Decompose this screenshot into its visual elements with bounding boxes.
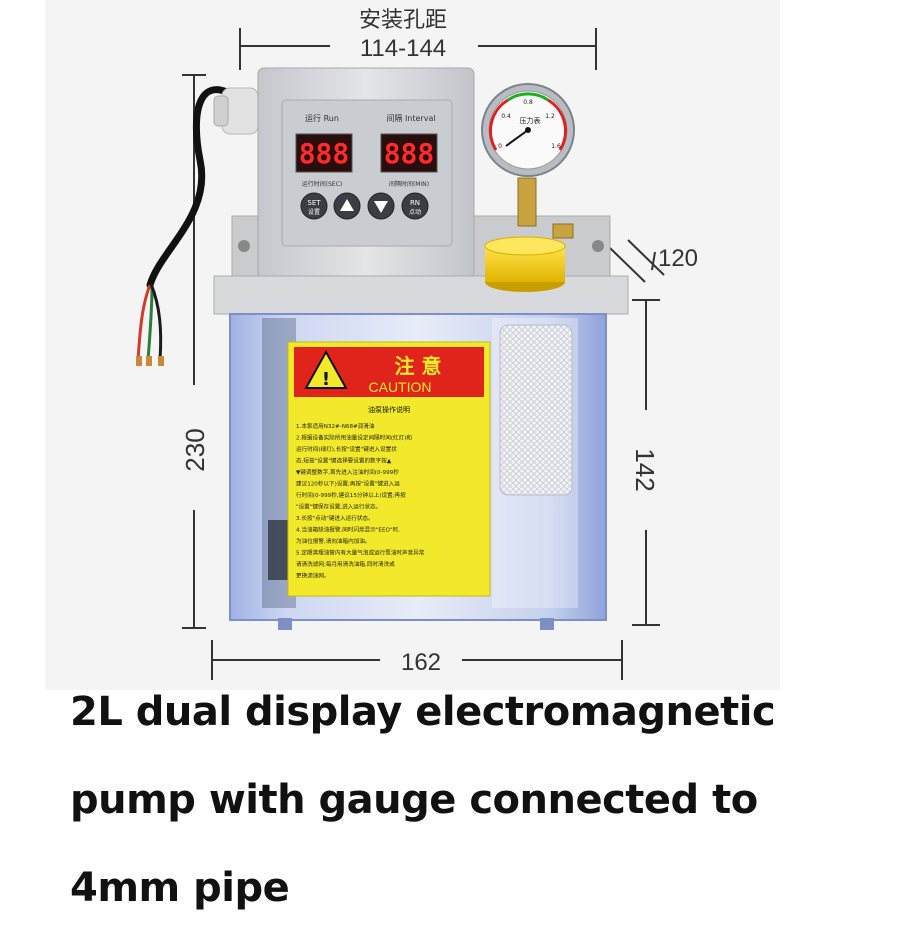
manual-button[interactable]: RN 点动	[401, 192, 429, 220]
caution-line: 请清洗滤网;每月用清洗油箱,同时清洗或	[296, 560, 395, 568]
caption-line-3: 4mm pipe	[70, 865, 290, 911]
caution-label: ! 注 意 CAUTION 油泵操作说明 1.本泵适用N32#-N68#润滑油 2…	[287, 341, 491, 597]
caution-line: 4.当油箱缺油报警,同时闪烁显示"EEO"时,	[296, 526, 400, 534]
oil-filter-mesh	[499, 324, 573, 496]
control-box: 运行 Run 间隔 Interval 888 888 运行时间(SEC) 间隔时…	[257, 67, 475, 279]
run-display: 888	[299, 137, 350, 170]
gauge-needle	[505, 129, 529, 147]
run-label: 运行 Run	[305, 113, 339, 123]
width-base-value: 162	[401, 649, 441, 676]
caution-line: 2.根据设备实际所用油量设定间隔时间(红灯)和	[296, 434, 412, 442]
set-button-sub: 设置	[308, 208, 320, 216]
caution-subtitle: 油泵操作说明	[368, 405, 410, 414]
dimension-height-total: 230	[180, 74, 210, 629]
caution-line: 态,短按"设置"键选择要设置的数字按▲	[296, 457, 392, 465]
caution-line: "设置"键保存设置,进入运行状态。	[296, 503, 381, 511]
caution-title-cn: 注 意	[395, 354, 442, 378]
caution-line: 5.定期清理油管内有大量气泡或运行泵油时声音异常	[296, 549, 425, 557]
bracket-depth-value: 120	[658, 245, 698, 272]
tank-lid	[213, 275, 629, 315]
height-total-value: 230	[180, 428, 210, 471]
interval-display: 888	[384, 137, 435, 170]
interval-unit: 间隔时间(MIN)	[389, 180, 429, 188]
set-button[interactable]: SET 设置	[300, 192, 328, 220]
product-caption: 2L dual display electromagnetic pump wit…	[70, 668, 870, 932]
manual-button-sub: 点动	[409, 208, 421, 216]
manual-button-label: RN	[410, 199, 420, 207]
gauge-tick-2: 0.8	[523, 99, 533, 106]
dimension-height-tank: 142	[630, 299, 660, 626]
power-cable	[136, 86, 259, 366]
run-unit: 运行时间(SEC)	[302, 180, 342, 188]
caution-instructions: 1.本泵适用N32#-N68#润滑油 2.根据设备实际所用油量设定间隔时间(红灯)…	[296, 422, 425, 580]
caution-line: 1.本泵适用N32#-N68#润滑油	[296, 422, 375, 430]
mount-label-cn: 安装孔距	[359, 7, 447, 32]
height-tank-value: 142	[630, 448, 660, 491]
up-button[interactable]	[333, 192, 361, 220]
pressure-gauge: 0 0.4 0.8 1.2 1.6 压力表	[481, 83, 575, 239]
dimension-bracket-depth: 120	[609, 239, 698, 283]
caution-line: 3.长按"点动"键进入运行状态。	[296, 514, 374, 522]
warning-icon	[304, 349, 348, 389]
gauge-tick-4: 1.6	[551, 143, 561, 150]
gauge-tick-1: 0.4	[501, 113, 511, 120]
gauge-tick-0: 0	[498, 143, 502, 150]
caution-title-en: CAUTION	[369, 379, 432, 395]
caution-line: 更换滤油网。	[296, 572, 330, 580]
caution-line: ▼键调整数字,首先进入注油时间(0-999秒	[296, 468, 399, 476]
up-arrow-icon	[340, 199, 354, 211]
dimension-width-base: 162	[211, 640, 623, 680]
oil-filler-cap	[484, 236, 566, 292]
down-arrow-icon	[374, 201, 388, 213]
down-button[interactable]	[367, 192, 395, 220]
interval-label: 间隔 Interval	[386, 114, 435, 123]
mount-spacing-value: 114-144	[360, 35, 446, 62]
caption-line-1: 2L dual display electromagnetic	[70, 689, 776, 735]
product-photo: 安装孔距 114-144 230 142 162 120	[45, 0, 780, 690]
gauge-label: 压力表	[520, 116, 541, 125]
caution-line: 行时间(0-999秒,建议15分钟以上)设置;再按	[296, 491, 406, 499]
svg-text:!: !	[322, 369, 330, 390]
set-button-label: SET	[307, 199, 321, 207]
caption-line-2: pump with gauge connected to	[70, 777, 758, 823]
gauge-tick-3: 1.2	[545, 113, 555, 120]
dimension-mount-spacing: 安装孔距 114-144	[239, 7, 597, 70]
caution-line: 建议120秒以下)设置;再按"设置"键进入运	[296, 480, 400, 488]
caution-line: 运行时间(绿灯),长按"设置"键进入设置状	[296, 445, 397, 453]
caution-line: 为油位报警,请向油箱内加油。	[296, 537, 371, 545]
